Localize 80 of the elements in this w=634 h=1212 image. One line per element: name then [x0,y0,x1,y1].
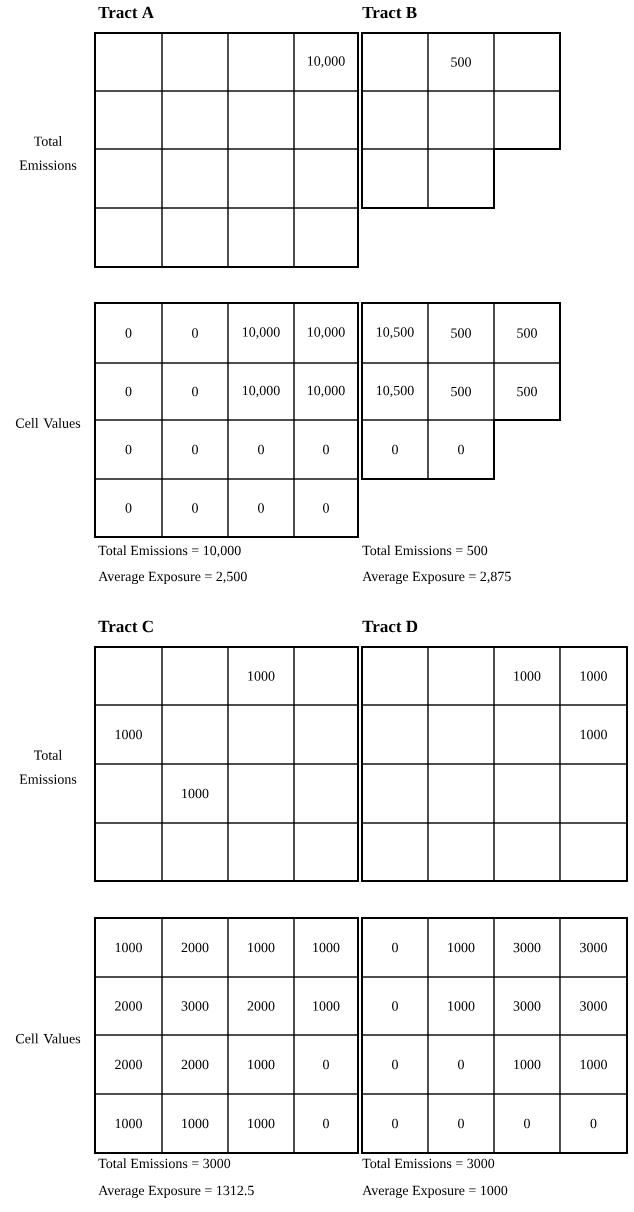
cell-value: 0 [590,1118,597,1129]
cell-value: 2000 [181,1059,209,1070]
cell-value: 0 [125,386,132,397]
summary-text: Total Emissions = 3000 [98,1158,231,1169]
cell-value: 3000 [181,1001,209,1011]
cell-value: 0 [458,1118,464,1129]
cell-value: 1000 [448,1001,475,1011]
row-label: Cell Values [15,1033,81,1044]
cell-value: 10,000 [307,327,345,339]
cell-value: 1000 [248,1059,275,1070]
cell-value: 1000 [248,671,275,681]
cell-value: 3000 [580,942,607,953]
cell-value: 2000 [115,1001,142,1011]
cell-value: 0 [524,1118,530,1129]
cell-value: 0 [323,444,329,455]
cell-value: 10,000 [307,56,345,68]
row-label: Total Emissions [19,136,77,170]
cell-value: 0 [192,386,198,397]
cell-value: 3000 [580,1001,607,1011]
summary-text: Total Emissions = 10,000 [98,545,241,558]
tract-title: Tract D [362,620,418,633]
cell-value: 1000 [580,1059,607,1070]
cell-value: 0 [323,503,329,513]
tract-title: Tract C [98,620,153,633]
cell-value: 10,000 [242,385,280,398]
cell-value: 1000 [448,942,475,953]
cell-value: 10,500 [376,327,414,339]
cell-value: 500 [451,328,471,338]
cell-value: 2000 [247,1001,275,1011]
cell-value: 0 [258,503,264,513]
cell-value: 0 [258,444,264,455]
cell-value: 0 [323,1059,329,1070]
cell-value: 1000 [115,729,142,740]
cell-value: 500 [517,328,537,338]
cell-value: 0 [192,503,198,513]
cell-value: 1000 [580,729,607,740]
cell-value: 10,000 [307,385,345,398]
cell-value: 0 [192,328,198,338]
cell-value: 0 [125,328,132,338]
cell-value: 1000 [313,1001,340,1011]
cell-value: 2000 [181,942,209,953]
cell-value: 0 [458,444,464,455]
summary-text: Average Exposure = 2,875 [362,571,511,585]
tract-title: Tract B [362,6,417,19]
cell-value: 1000 [248,942,275,953]
cell-value: 1000 [182,1118,209,1129]
cell-value: 1000 [115,942,142,953]
cell-value: 0 [192,444,198,455]
cell-value: 3000 [513,942,541,953]
cell-value: 1000 [182,788,209,799]
cell-value: 0 [458,1059,464,1070]
cell-value: 500 [517,386,537,397]
cell-value: 1000 [514,671,541,681]
cell-value: 10,000 [242,327,280,339]
row-label: Cell Values [15,418,81,428]
cell-value: 0 [392,942,398,953]
row-label: Total Emissions [19,750,77,784]
cell-value: 0 [125,444,132,455]
cell-value: 0 [392,1001,398,1011]
cell-value: 0 [125,503,132,513]
summary-text: Total Emissions = 3000 [362,1158,495,1169]
cell-value: 1000 [115,1118,142,1129]
summary-text: Average Exposure = 2,500 [98,571,247,585]
summary-text: Average Exposure = 1000 [362,1185,508,1199]
tract-title: Tract A [98,6,154,19]
cell-value: 2000 [115,1059,142,1070]
cell-value: 0 [392,1059,398,1070]
cell-value: 0 [392,1118,398,1129]
cell-value: 1000 [514,1059,541,1070]
cell-value: 500 [451,57,471,67]
cell-value: 1000 [248,1118,275,1129]
cell-value: 3000 [513,1001,541,1011]
summary-text: Total Emissions = 500 [362,545,488,556]
cell-value: 1000 [313,942,340,953]
cell-value: 0 [392,444,398,455]
summary-text: Average Exposure = 1312.5 [98,1185,254,1199]
cell-value: 500 [451,386,471,397]
cell-value: 0 [323,1118,329,1129]
cell-value: 10,500 [376,385,414,398]
cell-value: 1000 [580,671,607,681]
